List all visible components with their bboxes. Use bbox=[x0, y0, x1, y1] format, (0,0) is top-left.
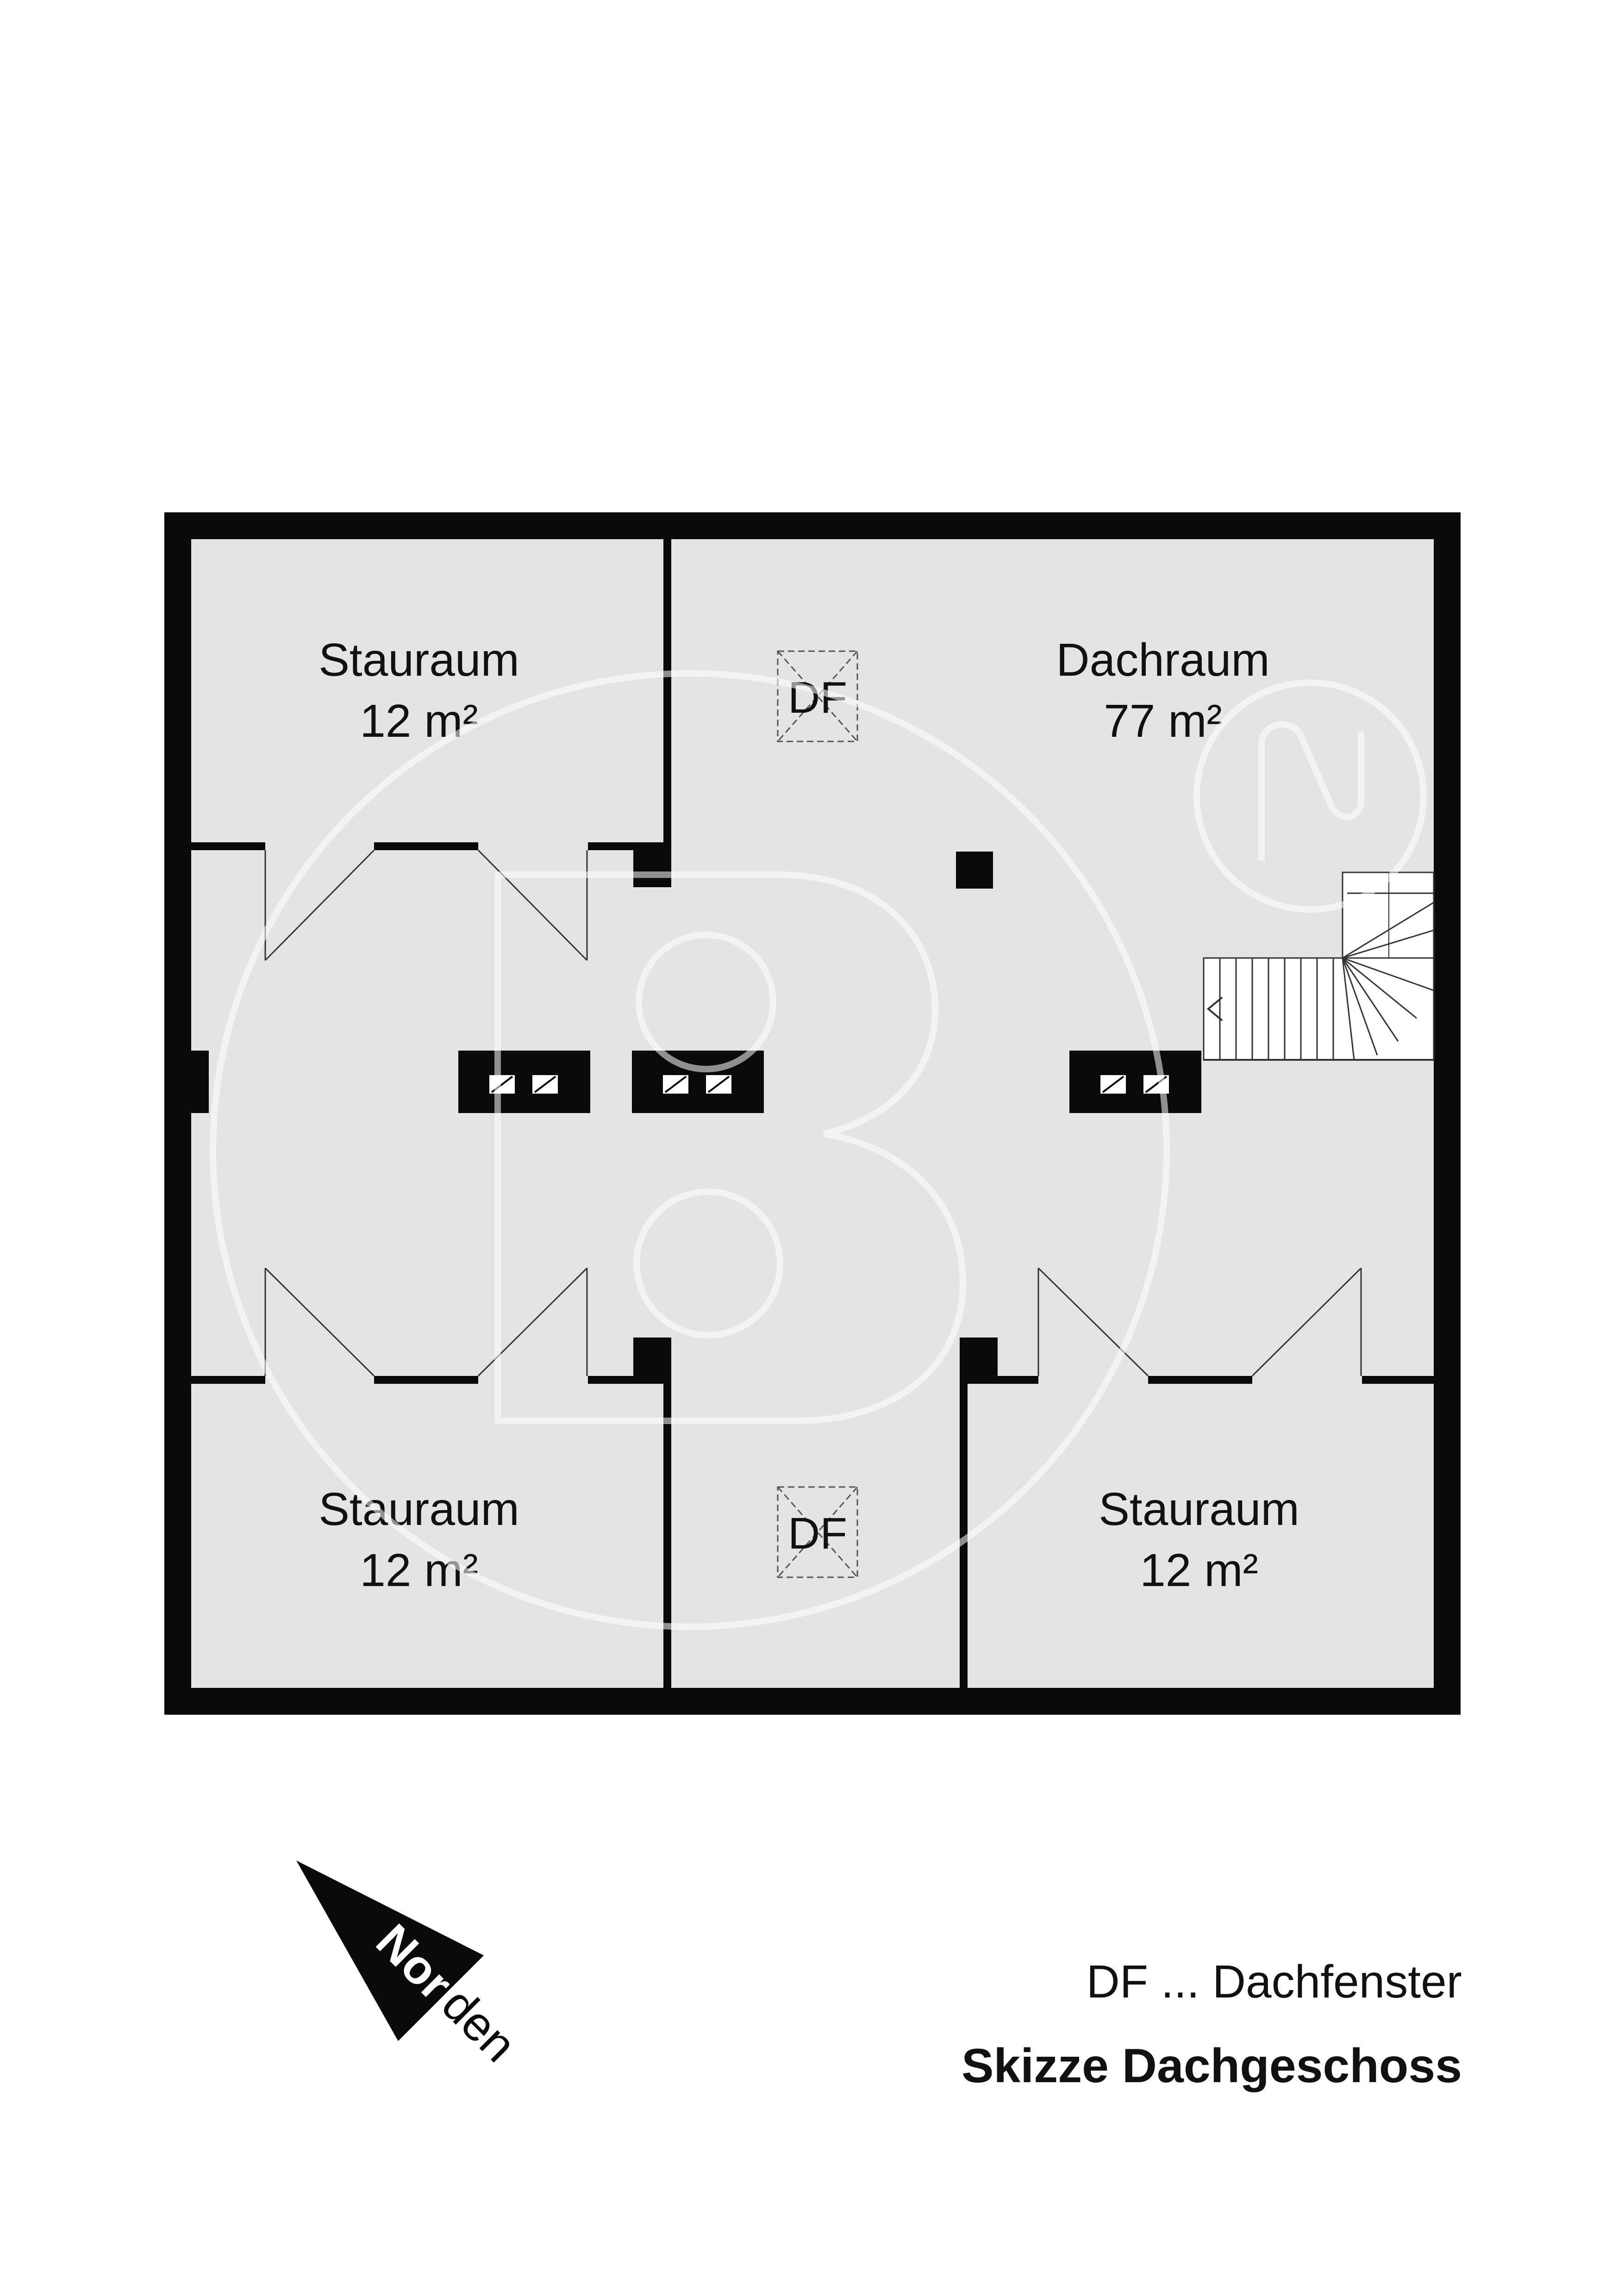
chimney-1 bbox=[458, 1051, 590, 1113]
skylight-bottom-label: DF bbox=[788, 1509, 847, 1558]
column bbox=[956, 852, 993, 889]
wall-stub-left bbox=[191, 1051, 209, 1113]
skylight-bottom: DF bbox=[777, 1486, 858, 1578]
room-area-storage-top-left: 12 m² bbox=[360, 695, 478, 747]
room-name-attic: Dachraum bbox=[1056, 634, 1269, 686]
room-area-storage-bottom-right: 12 m² bbox=[1140, 1544, 1258, 1596]
staircase bbox=[1203, 871, 1435, 1061]
chimney-3 bbox=[1069, 1051, 1201, 1113]
doors-storage-bottom-right bbox=[1037, 1267, 1362, 1377]
legend-skylight: DF ... Dachfenster bbox=[1086, 1956, 1462, 2008]
room-name-storage-bottom-left: Stauraum bbox=[319, 1483, 519, 1535]
watermark-logo bbox=[210, 670, 1427, 1630]
plan-title: Skizze Dachgeschoss bbox=[962, 2039, 1462, 2093]
room-area-attic: 77 m² bbox=[1104, 695, 1222, 747]
walls-storage-bottom-right bbox=[960, 1338, 1434, 1688]
interior-floor bbox=[191, 539, 1434, 1688]
doors-storage-top-left bbox=[264, 849, 588, 961]
walls-storage-bottom-left bbox=[191, 1338, 671, 1688]
room-name-storage-bottom-right: Stauraum bbox=[1099, 1483, 1299, 1535]
room-name-storage-top-left: Stauraum bbox=[319, 634, 519, 686]
walls-storage-top-left bbox=[191, 539, 671, 887]
north-arrow: Nor den bbox=[296, 1860, 526, 2072]
